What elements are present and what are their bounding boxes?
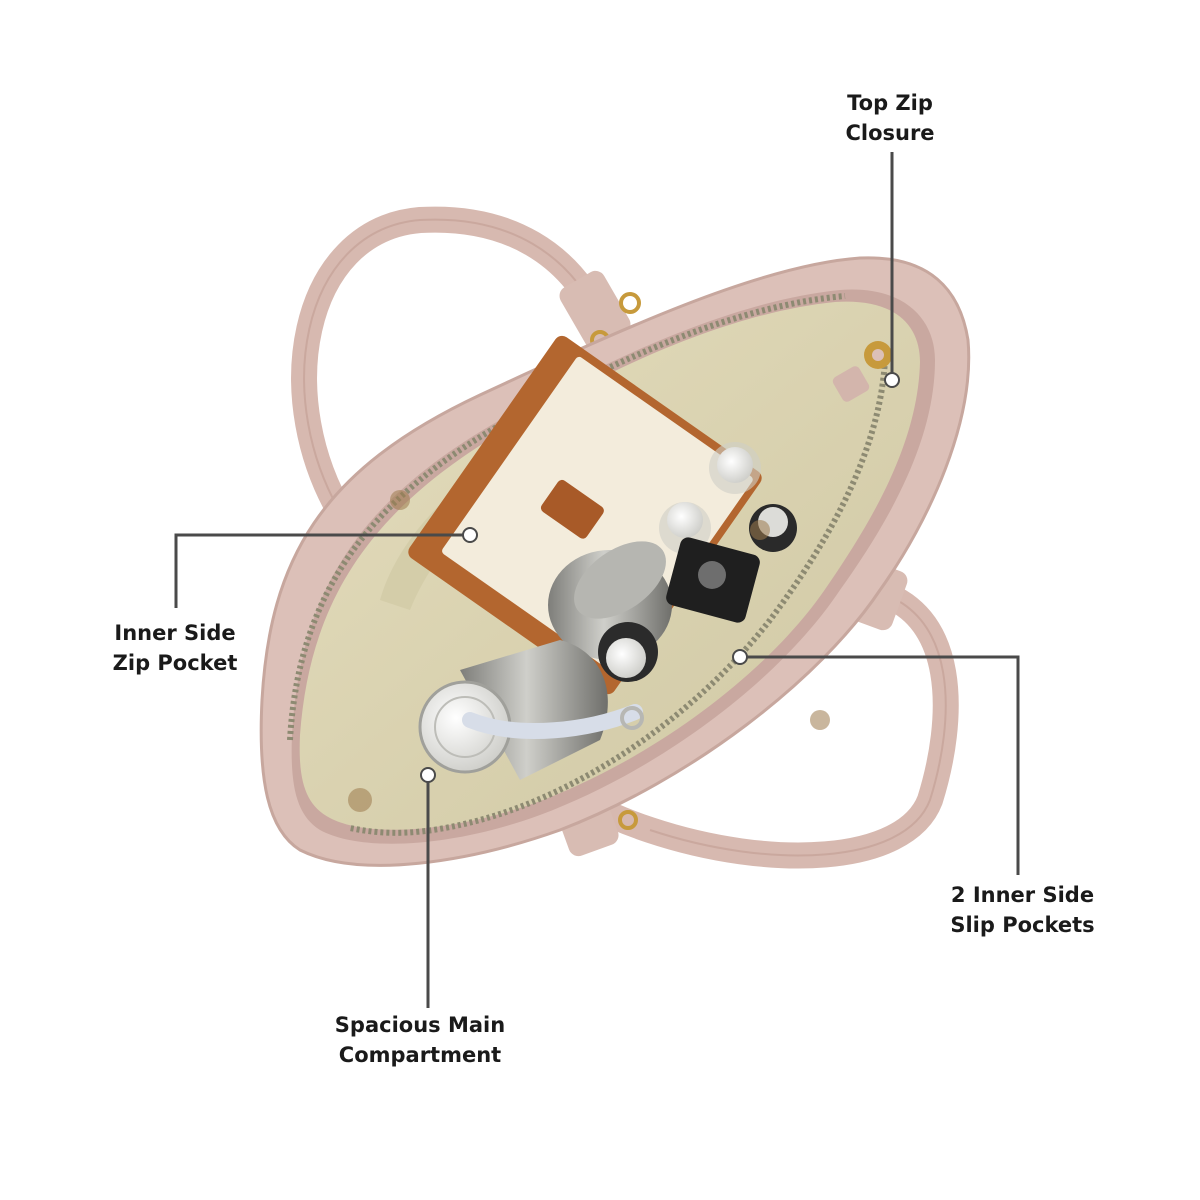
zipper-right — [349, 359, 888, 836]
callout-line-2: Zip Pocket — [112, 651, 238, 675]
callout-line-1: Inner Side — [114, 621, 236, 645]
callout-label-inner-side-zip-pocket: Inner Side Zip Pocket — [90, 618, 260, 678]
callout-dot-main — [420, 767, 436, 783]
lining-monograms — [348, 490, 830, 812]
callout-line-1: Spacious Main — [334, 1013, 506, 1037]
callout-line-2: Slip Pockets — [950, 913, 1095, 937]
steel-bottle — [418, 640, 644, 780]
callout-dot-top-zip — [884, 372, 900, 388]
callout-label-spacious-main-compartment: Spacious Main Compartment — [310, 1010, 530, 1070]
callout-lines — [174, 152, 1020, 1008]
callout-label-inner-side-slip-pockets: 2 Inner Side Slip Pockets — [930, 880, 1115, 940]
callout-dots — [420, 372, 900, 783]
callout-line-2: Closure — [845, 121, 935, 145]
callout-dot-inner-zip — [462, 527, 478, 543]
callout-line-1: Top Zip — [847, 91, 933, 115]
callout-line-1: 2 Inner Side — [950, 883, 1095, 907]
callout-line-inner-zip — [174, 533, 470, 608]
callout-line-2: Compartment — [338, 1043, 502, 1067]
small-bottles — [598, 442, 797, 682]
callout-label-top-zip-closure: Top Zip Closure — [815, 88, 965, 148]
callout-line-slip — [740, 655, 1020, 875]
callout-dot-slip — [732, 649, 748, 665]
